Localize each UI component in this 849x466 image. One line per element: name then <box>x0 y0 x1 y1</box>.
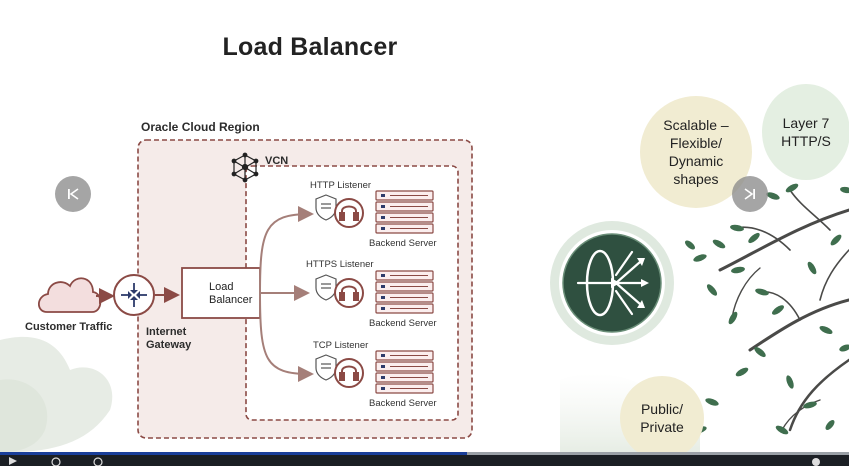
listener-row-https <box>315 270 434 314</box>
skip-next-icon <box>744 188 755 200</box>
backend-server-label: Backend Server <box>369 238 437 249</box>
foliage-left-2 <box>0 379 48 452</box>
internet-gateway-icon <box>113 274 155 316</box>
bubble-text: Dynamic <box>668 153 724 169</box>
load-balancer-label: Load Balancer <box>185 281 259 307</box>
customer-traffic-label: Customer Traffic <box>25 321 113 333</box>
play-icon[interactable] <box>8 456 18 466</box>
next-slide-button[interactable] <box>732 176 768 212</box>
bubble-text: Scalable – <box>663 117 729 133</box>
skip-previous-icon <box>68 188 79 200</box>
bubble-text: HTTP/S <box>781 133 831 149</box>
vcn-label: VCN <box>265 155 289 167</box>
tcp-listener-label: TCP Listener <box>313 340 369 351</box>
forward-icon[interactable] <box>92 456 104 466</box>
gateway-label-line2: Gateway <box>146 339 192 351</box>
bubble-text: Private <box>640 419 684 435</box>
scalable-bubble: Scalable – Flexible/ Dynamic shapes <box>640 96 752 208</box>
bubble-text: shapes <box>673 171 719 187</box>
lb-label-line1: Load <box>209 281 234 293</box>
server-stack-icon <box>375 190 434 234</box>
listener-row-tcp <box>315 350 434 394</box>
slide-title: Load Balancer <box>222 33 398 61</box>
load-balancer-box <box>181 267 261 319</box>
shield-icon <box>315 274 337 301</box>
headset-icon <box>334 358 364 388</box>
load-balancer-emblem-icon <box>550 221 674 345</box>
settings-icon[interactable] <box>810 456 822 466</box>
tree-leaves <box>685 183 849 435</box>
cloud-icon <box>37 277 102 313</box>
server-stack-icon <box>375 270 434 314</box>
shield-icon <box>315 354 337 381</box>
internet-gateway-label: Internet Gateway <box>146 326 191 352</box>
headset-icon <box>334 198 364 228</box>
lb-branch-arrows <box>259 206 314 382</box>
gateway-label-line1: Internet <box>146 326 187 338</box>
backend-server-label: Backend Server <box>369 318 437 329</box>
video-progress-bar[interactable] <box>0 452 849 455</box>
region-label: Oracle Cloud Region <box>141 120 260 134</box>
lb-label-line2: Balancer <box>209 294 253 306</box>
listener-row-http <box>315 190 434 234</box>
bubble-text: Layer 7 <box>782 115 830 131</box>
video-progress-fill <box>0 452 467 455</box>
shield-icon <box>315 194 337 221</box>
bubble-text: Public/ <box>640 401 683 417</box>
vcn-icon <box>231 152 259 183</box>
backend-server-label: Backend Server <box>369 398 437 409</box>
http-listener-label: HTTP Listener <box>310 180 372 191</box>
server-stack-icon <box>375 350 434 394</box>
rewind-icon[interactable] <box>50 456 62 466</box>
layer7-bubble: Layer 7 HTTP/S <box>762 84 849 180</box>
previous-slide-button[interactable] <box>55 176 91 212</box>
headset-icon <box>334 278 364 308</box>
player-controls-bar <box>0 455 849 466</box>
https-listener-label: HTTPS Listener <box>306 259 374 270</box>
public-private-bubble: Public/ Private <box>620 376 704 460</box>
bubble-text: Flexible/ <box>669 135 723 151</box>
